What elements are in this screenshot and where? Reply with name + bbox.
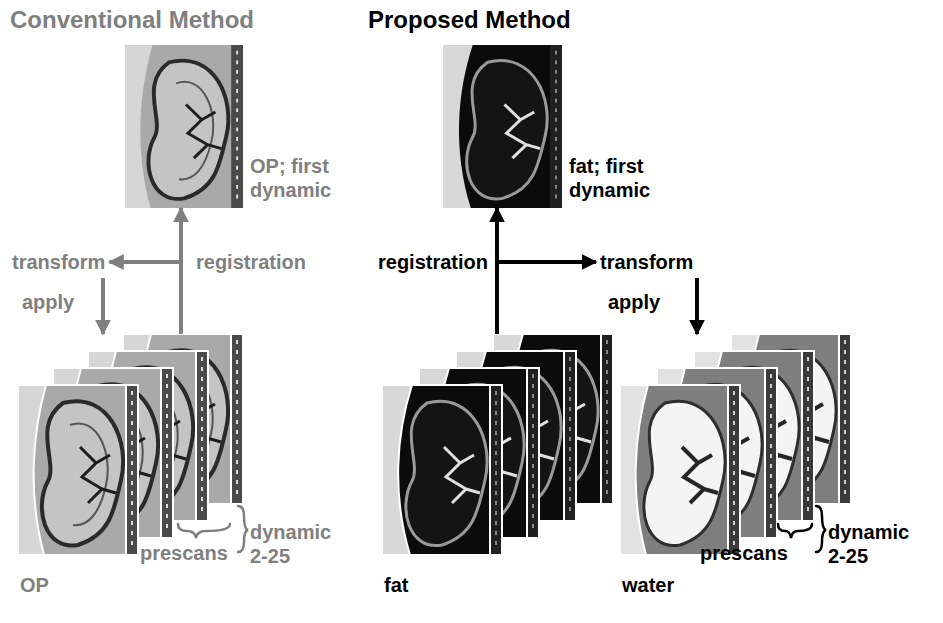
op-image: [125, 45, 243, 208]
reference-image: OP; first dynamic: [125, 45, 243, 208]
prescans-brace: [778, 524, 812, 538]
step-text: transform: [12, 250, 105, 274]
fat-frame: [382, 385, 502, 555]
arrow-label: registration: [196, 250, 306, 274]
flow-arrow: [109, 262, 181, 334]
image-stack: fat: [382, 334, 613, 555]
reference-image: fat; first dynamic: [443, 45, 562, 208]
stack-caption: fat: [384, 573, 408, 597]
dynamic-brace: [816, 506, 826, 552]
image-stack: OP: [18, 334, 243, 555]
op-frame: [18, 385, 138, 555]
dynamic-brace: [238, 506, 248, 552]
image-stack: water: [620, 334, 851, 555]
op-stack: [18, 334, 243, 555]
column-title: Proposed Method: [368, 6, 571, 34]
bracket-label: dynamic 2-25: [250, 520, 350, 568]
image-caption: OP; first dynamic: [250, 154, 354, 202]
bracket-label: prescans: [140, 541, 228, 565]
water-frame: [620, 385, 740, 555]
prescans-brace: [178, 524, 230, 538]
stack-caption: OP: [20, 573, 49, 597]
flow-arrow: [101, 278, 105, 334]
flow-arrow: [695, 278, 699, 334]
water-stack: [620, 334, 851, 555]
bracket-label: dynamic 2-25: [828, 520, 928, 568]
flow-arrow: [497, 262, 596, 334]
fat-image: [443, 45, 562, 208]
step-label: transform: [600, 250, 693, 274]
step-text: transform: [600, 250, 693, 274]
step-label: transform: [12, 250, 105, 274]
arrow-label: apply: [22, 290, 74, 314]
image-caption: fat; first dynamic: [569, 154, 673, 202]
bracket-label: prescans: [700, 541, 788, 565]
stack-caption: water: [622, 573, 674, 597]
arrow-label: apply: [608, 290, 660, 314]
reference-image: [125, 45, 562, 208]
column-title: Conventional Method: [10, 6, 254, 34]
fat-stack: [382, 334, 613, 555]
arrow-label: registration: [378, 250, 488, 274]
